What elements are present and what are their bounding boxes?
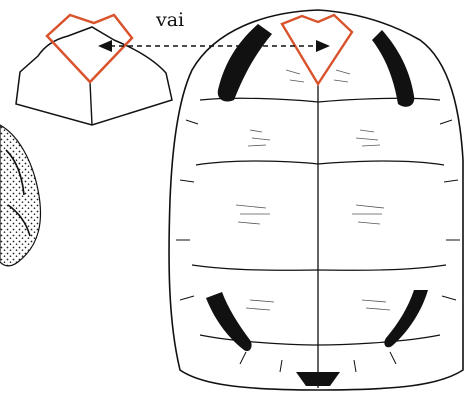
carapace-outline — [169, 10, 463, 390]
inset-scute — [16, 15, 172, 125]
vai-label: vai — [156, 9, 184, 31]
turtle-head-illustration — [0, 125, 41, 266]
turtle-carapace — [169, 10, 463, 390]
